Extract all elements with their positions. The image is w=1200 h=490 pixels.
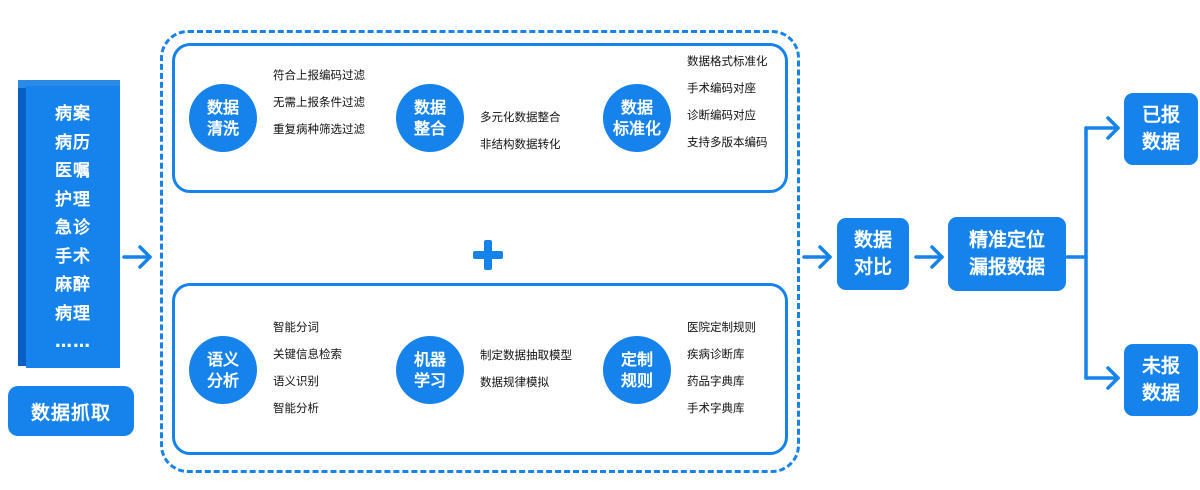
step-list-semantic-analysis: 智能分词 关键信息检索 语义识别 智能分析 [273, 314, 342, 422]
source-item: 急诊 [55, 218, 91, 238]
source-item: 病历 [55, 132, 91, 153]
step-item: 智能分析 [273, 401, 319, 415]
step-list-machine-learning: 制定数据抽取模型 数据规律模拟 [480, 342, 572, 396]
arrow-processing-to-compare [802, 245, 832, 269]
step-list-data-integration: 多元化数据整合 非结构数据转化 [480, 104, 561, 158]
source-item: 医嘱 [55, 161, 91, 181]
branch-line [1064, 126, 1088, 380]
unreported-data-box: 未报 数据 [1124, 344, 1198, 416]
step-list-custom-rules: 医院定制规则 疾病诊断库 药品字典库 手术字典库 [687, 314, 756, 422]
step-list-data-cleaning: 符合上报编码过滤 无需上报条件过滤 重复病种筛选过滤 [273, 62, 365, 143]
arrow-to-unreported [1084, 366, 1120, 390]
step-item: 数据格式标准化 [687, 54, 768, 68]
reported-data-box: 已报 数据 [1124, 93, 1198, 165]
source-item: 手术 [55, 246, 91, 267]
step-item: 诊断编码对应 [687, 108, 756, 122]
step-item: 支持多版本编码 [687, 135, 768, 149]
step-item: 疾病诊断库 [687, 347, 745, 361]
step-list-data-standardization: 数据格式标准化 手术编码对座 诊断编码对应 支持多版本编码 [687, 48, 768, 156]
step-item: 医院定制规则 [687, 320, 756, 334]
source-item: 护理 [55, 189, 91, 210]
locate-missing-box: 精准定位 漏报数据 [948, 217, 1066, 291]
arrow-to-reported [1084, 116, 1120, 140]
step-circle-custom-rules: 定制 规则 [603, 336, 671, 404]
arrow-compare-to-locate [914, 245, 944, 269]
step-item: 制定数据抽取模型 [480, 348, 572, 362]
step-item: 药品字典库 [687, 374, 745, 388]
source-item: 麻醉 [55, 275, 91, 295]
step-circle-data-standardization: 数据 标准化 [603, 84, 671, 152]
data-compare-box: 数据 对比 [837, 218, 909, 290]
step-circle-semantic-analysis: 语义 分析 [189, 336, 257, 404]
source-item: 病理 [55, 303, 91, 324]
step-item: 手术字典库 [687, 401, 745, 415]
step-circle-data-integration: 数据 整合 [396, 84, 464, 152]
step-item: 关键信息检索 [273, 347, 342, 361]
arrow-source-to-processing [122, 245, 152, 269]
processing-panel-top: 数据 清洗 符合上报编码过滤 无需上报条件过滤 重复病种筛选过滤 数据 整合 多… [172, 43, 788, 193]
step-item: 语义识别 [273, 374, 319, 388]
step-item: 手术编码对座 [687, 81, 756, 95]
step-item: 非结构数据转化 [480, 137, 561, 151]
data-capture-label: 数据抓取 [8, 386, 134, 436]
step-item: 智能分词 [273, 320, 319, 334]
source-column-top [18, 80, 120, 88]
step-item: 无需上报条件过滤 [273, 95, 365, 109]
source-item: 病案 [55, 104, 91, 124]
step-circle-machine-learning: 机器 学习 [396, 336, 464, 404]
step-item: 多元化数据整合 [480, 110, 561, 124]
step-item: 数据规律模拟 [480, 375, 549, 389]
step-item: 符合上报编码过滤 [273, 68, 365, 82]
source-item: …… [55, 332, 91, 352]
processing-panel-bottom: 语义 分析 智能分词 关键信息检索 语义识别 智能分析 机器 学习 制定数据抽取… [172, 283, 788, 455]
step-item: 重复病种筛选过滤 [273, 122, 365, 136]
source-column-side [18, 80, 28, 366]
plus-icon-vertical [484, 240, 492, 270]
step-circle-data-cleaning: 数据 清洗 [189, 84, 257, 152]
processing-container [160, 30, 800, 473]
source-list: 病案 病历 医嘱 护理 急诊 手术 麻醉 病理 …… [26, 86, 120, 368]
